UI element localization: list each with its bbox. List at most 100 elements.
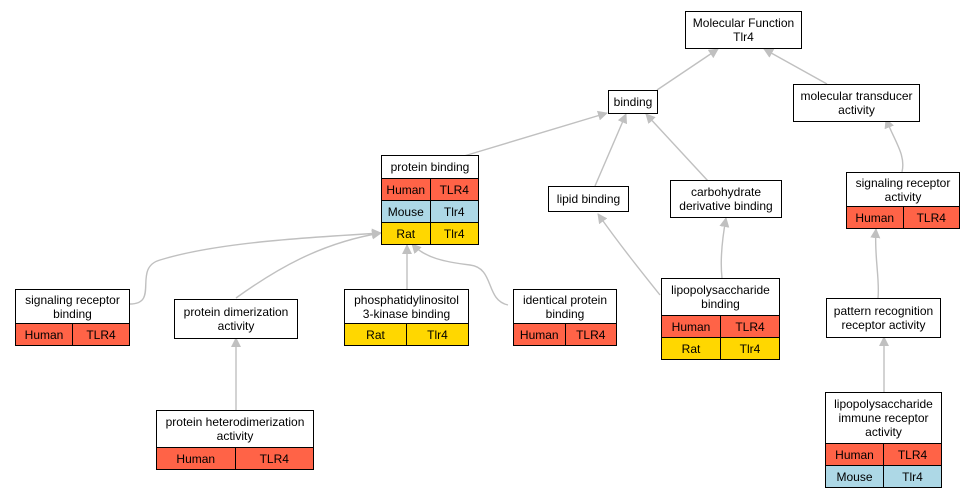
node-binding[interactable]: binding — [608, 90, 658, 114]
gene-cell: Tlr4 — [406, 324, 468, 345]
species-cell: Human — [847, 207, 903, 228]
edge-transducer-to-molecular-function — [763, 48, 828, 85]
gene-cell: TLR4 — [564, 324, 616, 345]
node-title-line: molecular transducer — [800, 89, 913, 103]
species-cell: Human — [662, 316, 720, 337]
node-title-line: binding — [53, 306, 92, 321]
gene-cell: TLR4 — [429, 179, 478, 200]
node-title-line: signaling receptor — [25, 292, 120, 307]
species-cell: Rat — [662, 338, 720, 359]
species-cell: Human — [826, 444, 883, 465]
edge-carbohydrate-to-binding — [645, 113, 709, 182]
node-title-line: immune receptor — [838, 411, 929, 425]
node-title-line: lipid binding — [556, 192, 621, 206]
node-title-line: receptor activity — [841, 318, 926, 332]
node-title-line: protein dimerization — [183, 305, 289, 319]
node-title-line: lipopolysaccharide — [671, 283, 770, 297]
gene-cell: Tlr4 — [883, 466, 941, 487]
edge-pattern-recognition-to-signaling-receptor-activity — [870, 228, 881, 299]
gene-cell: Tlr4 — [429, 201, 478, 222]
edge-signaling-receptor-activity-to-transducer — [884, 118, 904, 173]
node-title-line: activity — [216, 429, 254, 443]
edge-identical-to-protein-binding — [411, 243, 509, 306]
node-title-line: 3-kinase binding — [362, 306, 451, 321]
node-title-line: Molecular Function — [692, 16, 795, 30]
species-cell: Mouse — [382, 201, 430, 222]
edge-binding-to-molecular-function — [656, 48, 719, 91]
gene-cell: TLR4 — [883, 444, 941, 465]
node-title-line: identical protein — [522, 292, 608, 307]
species-cell: Human — [16, 324, 72, 345]
edge-dimerization-to-protein-binding — [235, 229, 382, 299]
edge-lipid-binding-to-binding — [594, 113, 628, 187]
node-title-line: pattern recognition — [833, 304, 934, 318]
species-cell: Rat — [382, 223, 430, 244]
node-title-line: activity — [217, 319, 255, 333]
node-title: binding — [609, 91, 657, 113]
node-title-line: protein heterodimerization — [165, 415, 305, 429]
node-title-line: binding — [545, 306, 585, 321]
node-title-line: activity — [838, 103, 875, 117]
edge-signaling-receptor-binding-to-protein-binding — [129, 228, 382, 305]
node-title-line: activity — [865, 425, 902, 439]
species-cell: Human — [514, 324, 565, 345]
node-title-line: Tlr4 — [733, 30, 754, 44]
node-title-line: carbohydrate — [690, 185, 762, 199]
edge-lps-binding-to-carbohydrate — [719, 217, 730, 279]
node-title-line: protein binding — [390, 160, 470, 174]
node-title: protein binding — [382, 156, 478, 178]
gene-cell: TLR4 — [234, 448, 313, 469]
node-title-line: binding — [701, 297, 740, 311]
species-cell: Rat — [345, 324, 406, 345]
species-cell: Human — [157, 448, 235, 469]
node-title-line: phosphatidylinositol — [354, 292, 459, 307]
species-cell: Mouse — [826, 466, 883, 487]
gene-cell: TLR4 — [902, 207, 959, 228]
node-title-line: lipopolysaccharide — [834, 397, 933, 411]
gene-cell: Tlr4 — [720, 338, 779, 359]
node-title: lipid binding — [549, 187, 628, 211]
species-cell: Human — [382, 179, 430, 200]
node-title-line: signaling receptor — [855, 175, 951, 190]
gene-cell: Tlr4 — [429, 223, 478, 244]
node-lipid-binding[interactable]: lipid binding — [548, 186, 629, 212]
gene-cell: TLR4 — [72, 324, 129, 345]
edge-protein-binding-to-binding — [463, 110, 608, 157]
edge-lps-binding-to-lipid-binding — [597, 213, 661, 296]
